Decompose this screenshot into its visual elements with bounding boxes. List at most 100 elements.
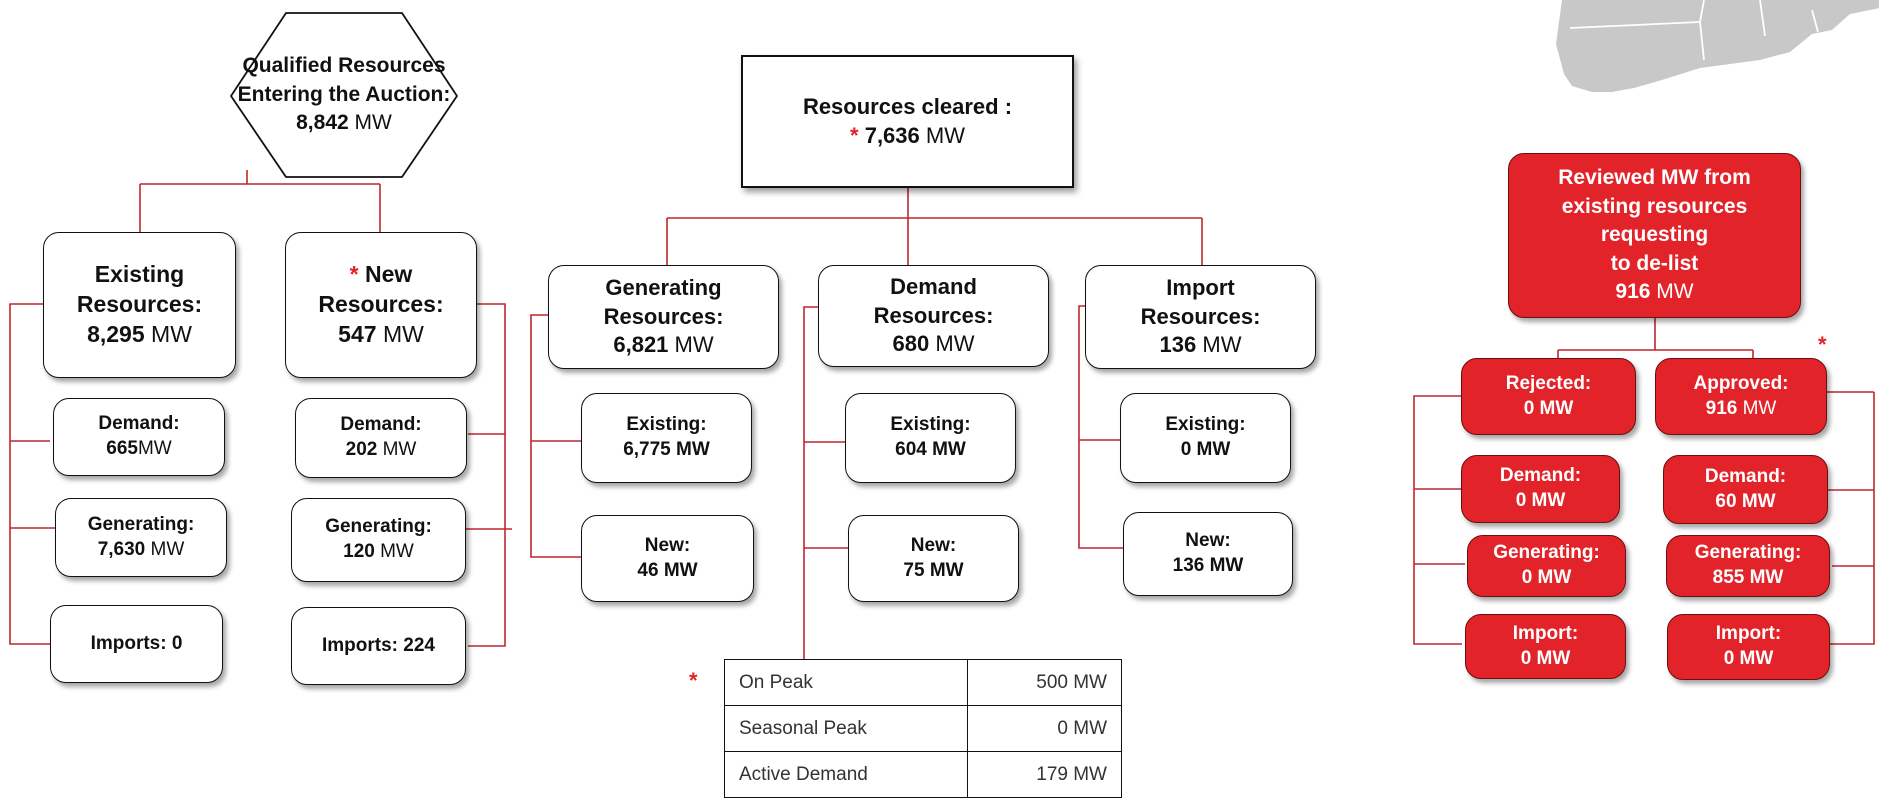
approved-box: Approved: 916 MW: [1655, 358, 1827, 435]
existing-generating-unit: MW: [150, 538, 185, 560]
delist-value: 916: [1615, 280, 1651, 304]
table-row: On Peak 500 MW: [723, 659, 1122, 706]
rejected-demand-value: 0 MW: [1515, 490, 1566, 511]
generating-new-box: New: 46 MW: [581, 515, 754, 602]
approved-generating-label: Generating:: [1694, 542, 1802, 564]
demand-resources-box: Demand Resources: 680 MW: [818, 265, 1049, 367]
delist-star-marker: *: [1818, 332, 1827, 357]
generating-existing-value: 6,775 MW: [623, 439, 710, 460]
demand-existing-box: Existing: 604 MW: [845, 393, 1016, 483]
delist-title-line2: existing resources: [1561, 194, 1748, 218]
existing-value: 8,295: [87, 320, 145, 347]
existing-title-line1: Existing: [94, 261, 185, 288]
generating-title-line1: Generating: [605, 275, 722, 301]
import-existing-value: 0 MW: [1180, 439, 1231, 460]
existing-generating-box: Generating: 7,630 MW: [55, 498, 227, 577]
demand-existing-label: Existing:: [890, 414, 971, 436]
region-map-image: [1550, 0, 1879, 101]
approved-demand-label: Demand:: [1704, 465, 1787, 487]
import-existing-label: Existing:: [1165, 414, 1246, 436]
new-title-line1: New: [365, 261, 413, 288]
qualified-title-line1: Qualified Resources: [242, 53, 446, 77]
cleared-title: Resources cleared :: [802, 93, 1013, 119]
new-generating-unit: MW: [380, 541, 414, 562]
approved-demand-box: Demand: 60 MW: [1663, 455, 1828, 524]
new-title-line2: Resources:: [318, 291, 444, 318]
approved-generating-value: 855 MW: [1712, 567, 1784, 588]
demand-title-line1: Demand: [890, 274, 977, 300]
delist-title-line1: Reviewed MW from: [1558, 166, 1751, 190]
generating-resources-box: Generating Resources: 6,821 MW: [548, 265, 779, 369]
rejected-generating-label: Generating:: [1493, 542, 1600, 564]
import-unit: MW: [1202, 332, 1242, 358]
new-imports-label: Imports: 224: [322, 634, 435, 656]
rejected-demand-label: Demand:: [1499, 465, 1582, 487]
rejected-import-label: Import:: [1512, 622, 1579, 644]
generating-new-value: 46 MW: [637, 559, 698, 581]
table-row: Seasonal Peak 0 MW: [723, 705, 1122, 752]
table-star-marker: *: [689, 668, 698, 693]
new-imports-box: Imports: 224: [291, 607, 466, 685]
table-cell-label: Active Demand: [723, 751, 969, 798]
existing-demand-unit: MW: [137, 438, 172, 459]
existing-demand-box: Demand: 665MW: [53, 398, 225, 476]
new-generating-box: Generating: 120 MW: [291, 498, 466, 582]
existing-demand-label: Demand:: [98, 413, 180, 435]
rejected-value: 0 MW: [1523, 397, 1574, 419]
approved-label: Approved:: [1693, 372, 1789, 394]
new-star-marker: *: [349, 261, 359, 288]
qualified-title-line2: Entering the Auction:: [237, 82, 451, 106]
existing-title-line2: Resources:: [76, 291, 203, 318]
generating-existing-box: Existing: 6,775 MW: [581, 393, 752, 483]
rejected-import-box: Import: 0 MW: [1465, 614, 1626, 679]
new-demand-unit: MW: [382, 439, 417, 460]
table-cell-value: 179 MW: [967, 751, 1122, 798]
import-resources-box: Import Resources: 136 MW: [1085, 265, 1316, 369]
demand-title-line2: Resources:: [873, 302, 994, 328]
import-new-box: New: 136 MW: [1123, 512, 1293, 596]
import-new-value: 136 MW: [1172, 555, 1244, 576]
new-demand-value: 202: [345, 439, 378, 460]
approved-import-label: Import:: [1715, 623, 1782, 645]
cleared-value: 7,636: [864, 122, 920, 148]
demand-unit: MW: [935, 331, 975, 357]
existing-imports-label: Imports: 0: [90, 632, 183, 654]
approved-import-value: 0 MW: [1723, 648, 1774, 669]
existing-generating-value: 7,630: [97, 538, 146, 560]
table-row: Active Demand 179 MW: [723, 751, 1122, 798]
resources-cleared-box: Resources cleared : * 7,636 MW: [741, 55, 1074, 188]
cleared-star-marker: *: [850, 122, 859, 148]
table-cell-label: On Peak: [723, 659, 969, 706]
existing-imports-box: Imports: 0: [50, 605, 223, 683]
rejected-label: Rejected:: [1505, 372, 1592, 394]
qualified-unit: MW: [354, 111, 392, 135]
table-cell-value: 500 MW: [967, 659, 1122, 706]
generating-title-line2: Resources:: [603, 303, 724, 329]
rejected-demand-box: Demand: 0 MW: [1461, 455, 1620, 523]
new-demand-box: Demand: 202 MW: [295, 398, 467, 478]
import-title-line1: Import: [1166, 275, 1235, 301]
delist-title-line3: requesting: [1600, 223, 1709, 247]
rejected-box: Rejected: 0 MW: [1461, 358, 1636, 435]
demand-value: 680: [892, 331, 930, 357]
qualified-value: 8,842: [296, 111, 349, 135]
rejected-generating-box: Generating: 0 MW: [1467, 535, 1626, 597]
import-new-label: New:: [1185, 530, 1231, 552]
new-unit: MW: [382, 320, 424, 347]
existing-unit: MW: [151, 320, 192, 347]
existing-demand-value: 665: [106, 438, 138, 459]
generating-unit: MW: [674, 332, 714, 358]
delist-title-line4: to de-list: [1610, 251, 1699, 275]
new-resources-box: * New Resources: 547 MW: [285, 232, 477, 378]
rejected-import-value: 0 MW: [1520, 647, 1571, 669]
demand-new-label: New:: [910, 534, 957, 556]
table-cell-label: Seasonal Peak: [723, 705, 969, 752]
existing-resources-box: Existing Resources: 8,295 MW: [43, 232, 236, 378]
existing-generating-label: Generating:: [87, 513, 195, 535]
new-generating-label: Generating:: [325, 516, 432, 538]
delist-unit: MW: [1656, 280, 1694, 304]
table-cell-value: 0 MW: [967, 705, 1122, 752]
demand-breakdown-table: On Peak 500 MW Seasonal Peak 0 MW Active…: [723, 659, 1122, 798]
approved-demand-value: 60 MW: [1715, 490, 1776, 512]
